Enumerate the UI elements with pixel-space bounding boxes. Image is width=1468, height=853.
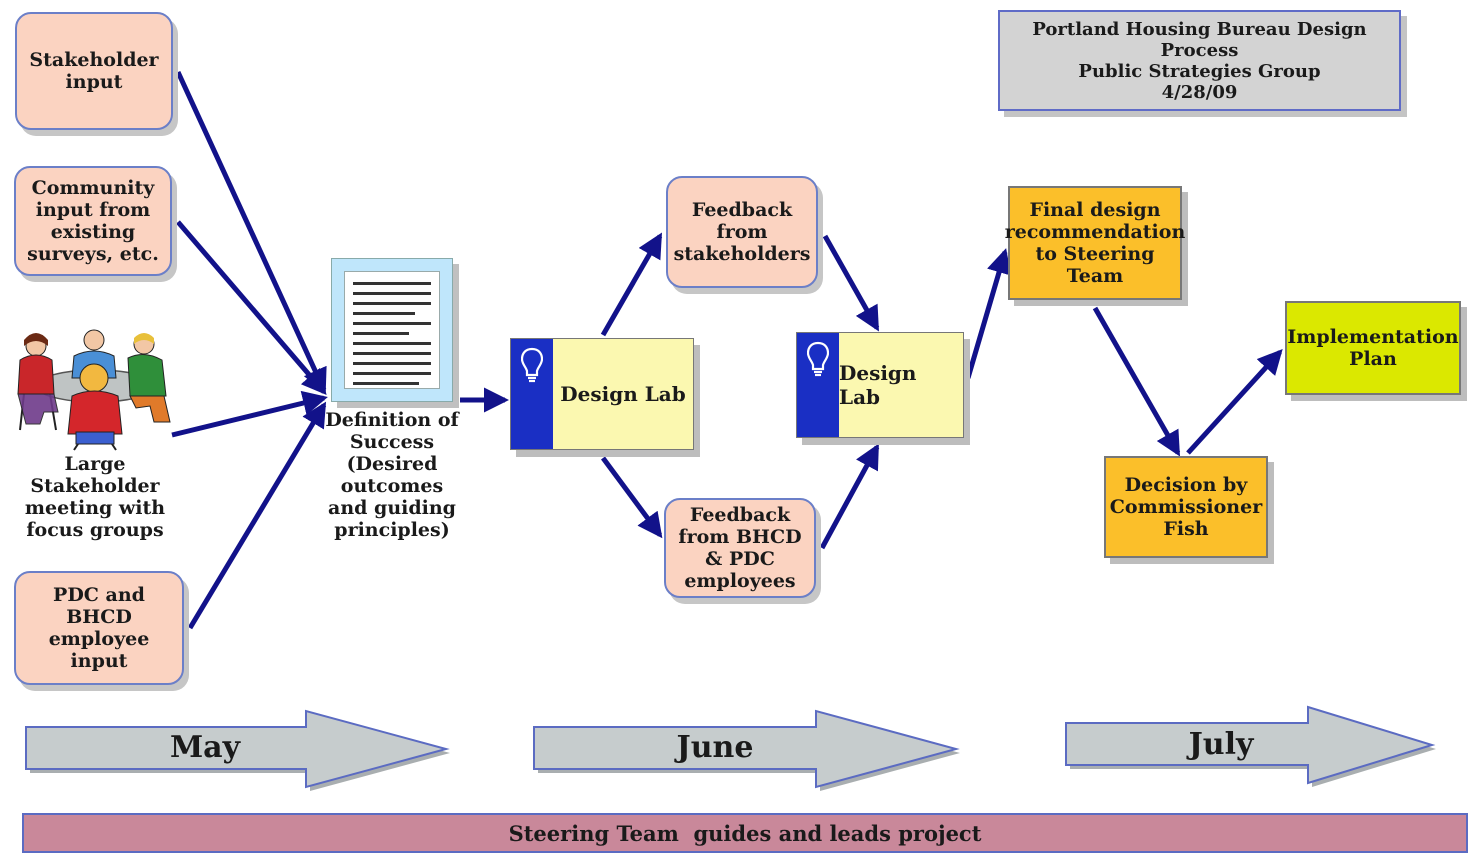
box-text-line: Feedback (691, 199, 793, 221)
decision-box: Decision by Commissioner Fish (1104, 456, 1268, 558)
arrow-meeting-to-definition (171, 390, 328, 438)
document-page (344, 271, 440, 389)
box-text-line: Implementation (1287, 326, 1459, 348)
final-design-box: Final design recommendation to Steering … (1005, 186, 1185, 300)
definition-caption: Definition of Success (Desired outcomes … (318, 409, 466, 541)
title-line: Portland Housing Bureau Design (1032, 18, 1367, 40)
box-text-line: input from (35, 199, 151, 221)
caption-line: outcomes (340, 475, 444, 497)
box-text-line: Feedback (689, 504, 791, 526)
title-line: Process (1160, 39, 1239, 61)
box-text-line: Commissioner (1109, 496, 1263, 518)
box-text-line: PDC and (53, 584, 145, 606)
box-text-line: employees (684, 570, 796, 592)
design-lab-label: Design Lab (839, 361, 917, 409)
box-text-line: from BHCD (678, 526, 802, 548)
steering-team-bar: Steering Team guides and leads project (22, 813, 1468, 853)
caption-line: Large (64, 453, 126, 475)
arrow-lab2-to-final (965, 248, 1012, 379)
month-arrow-july (1065, 705, 1436, 787)
arrow-feedback-stakeholders-to-lab2 (822, 234, 880, 332)
title-line: Public Strategies Group (1078, 60, 1321, 82)
arrow-decision-to-plan (1186, 349, 1283, 455)
stakeholder-input-box: Stakeholder input (15, 12, 173, 130)
arrow-lab1-to-feedback-stakeholders (600, 232, 663, 337)
document-icon (331, 258, 453, 402)
caption-line: Definition of (325, 409, 459, 431)
arrow-lab1-to-feedback-employees (600, 456, 663, 539)
box-text-line: surveys, etc. (27, 243, 159, 265)
title-box: Portland Housing Bureau Design Process P… (998, 10, 1401, 111)
caption-line: principles) (334, 519, 450, 541)
month-label-may: May (169, 730, 241, 765)
lightbulb-icon (521, 347, 543, 383)
caption-line: focus groups (26, 519, 164, 541)
arrow-employee-to-definition (187, 401, 327, 630)
employee-input-box: PDC and BHCD employee input (14, 571, 184, 685)
feedback-employees-box: Feedback from BHCD & PDC employees (664, 498, 816, 598)
caption-line: Success (349, 431, 435, 453)
lab-stripe (797, 333, 839, 437)
steering-team-label: Steering Team guides and leads project (508, 820, 982, 846)
caption-line: Stakeholder (30, 475, 160, 497)
arrow-community-to-definition (176, 220, 327, 396)
arrow-final-to-decision (1092, 306, 1181, 457)
feedback-stakeholders-box: Feedback from stakeholders (666, 176, 818, 288)
month-arrow-june (533, 709, 960, 791)
meeting-caption: Large Stakeholder meeting with focus gro… (14, 453, 176, 541)
box-text-line: Stakeholder (29, 49, 159, 71)
box-text-line: & PDC (705, 548, 775, 570)
box-text-line: Final design (1029, 199, 1161, 221)
design-lab-label: Design Lab (560, 382, 686, 406)
caption-line: meeting with (24, 497, 166, 519)
arrow-feedback-employees-to-lab2 (819, 443, 880, 550)
arrow-stakeholder-to-definition (175, 70, 327, 394)
design-lab-1: Design Lab (510, 338, 694, 450)
box-text-line: Decision by (1124, 474, 1248, 496)
month-label-july: July (1188, 727, 1254, 762)
box-text-line: employee (48, 628, 150, 650)
box-text-line: from (716, 221, 768, 243)
box-text-line: Fish (1163, 518, 1209, 540)
caption-line: (Desired (346, 453, 438, 475)
box-text-line: recommendation (1004, 221, 1186, 243)
lightbulb-icon (807, 341, 829, 377)
community-input-box: Community input from existing surveys, e… (14, 166, 172, 276)
people-meeting-icon (17, 329, 171, 451)
box-text-line: Plan (1349, 348, 1397, 370)
box-text-line: Community (31, 177, 155, 199)
caption-line: and guiding (328, 497, 456, 519)
box-text-line: existing (50, 221, 136, 243)
title-line: 4/28/09 (1161, 81, 1238, 103)
month-label-june: June (676, 730, 754, 765)
box-text-line: input (65, 71, 123, 93)
month-arrow-may (25, 709, 450, 791)
box-text-line: to Steering Team (1035, 243, 1155, 287)
implementation-plan-box: Implementation Plan (1285, 301, 1461, 395)
box-text-line: BHCD (66, 606, 132, 628)
box-text-line: input (70, 650, 128, 672)
lab-stripe (511, 339, 553, 449)
design-lab-2: Design Lab (796, 332, 964, 438)
box-text-line: stakeholders (673, 243, 811, 265)
